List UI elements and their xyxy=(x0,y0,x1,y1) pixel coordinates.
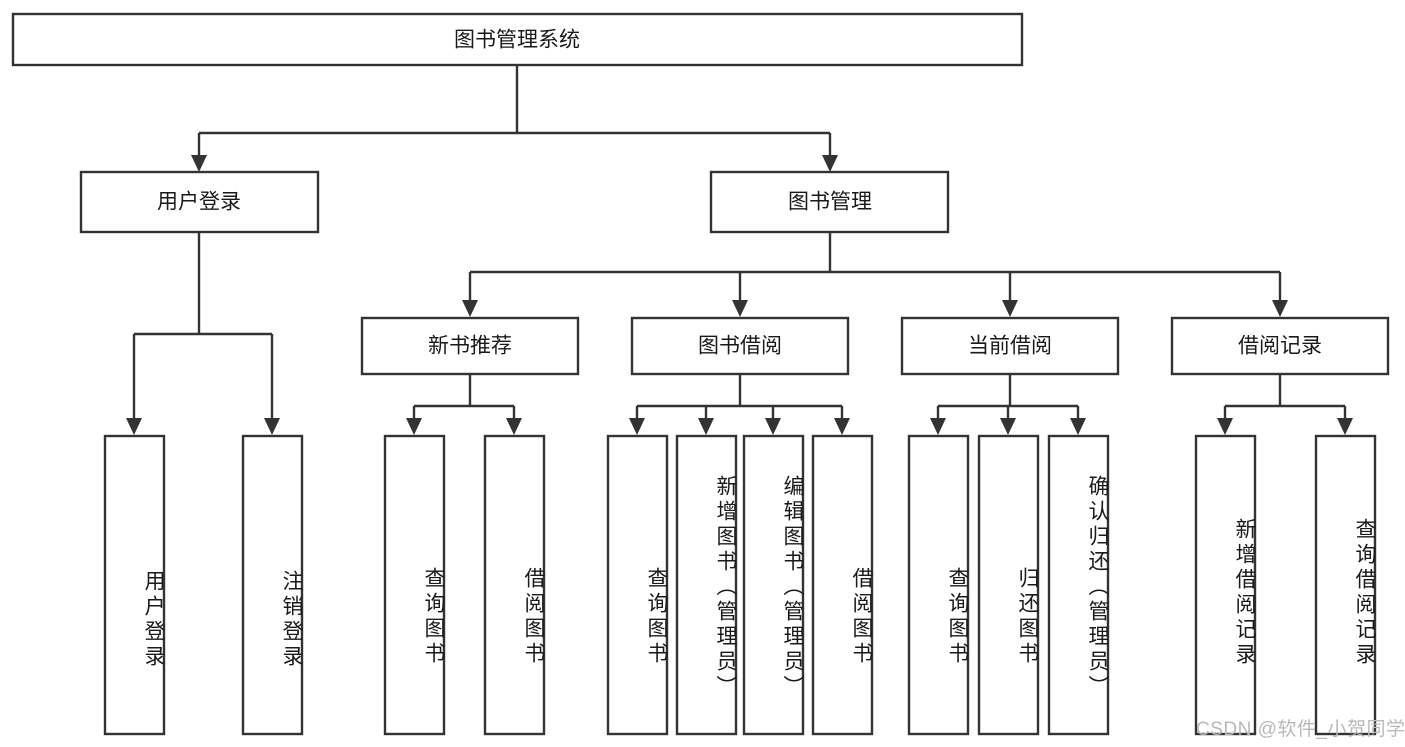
leaf-box-user-login[interactable] xyxy=(103,434,166,736)
connector-user-login-to-leaves xyxy=(126,232,280,435)
node-root-label: 图书管理系统 xyxy=(454,29,580,52)
connector-book-management-to-level3 xyxy=(462,232,1288,317)
node-borrow-record-box[interactable] xyxy=(1170,316,1390,376)
arrowhead-leaf-edit-book xyxy=(765,418,781,435)
leaf-box-query-book-1[interactable] xyxy=(383,434,446,736)
leaf-box-borrow-book-2[interactable] xyxy=(811,434,874,736)
node-book-borrow-label: 图书借阅 xyxy=(698,335,782,358)
arrowhead-leaf-query-book-2 xyxy=(629,418,645,435)
connector-book-borrow-to-leaves xyxy=(629,374,850,435)
arrowhead-user-login xyxy=(191,155,207,172)
leaf-box-query-book-3[interactable] xyxy=(907,434,970,736)
arrowhead-leaf-add-record xyxy=(1217,418,1233,435)
leaf-box-confirm-return[interactable] xyxy=(1047,434,1110,736)
arrowhead-book-borrow xyxy=(732,300,748,317)
csdn-watermark: CSDN @软件_小贺同学 xyxy=(1196,719,1405,740)
arrowhead-leaf-add-book xyxy=(698,418,714,435)
node-borrow-record-label: 借阅记录 xyxy=(1238,335,1322,358)
node-book-management[interactable]: 图书管理 xyxy=(709,170,950,234)
node-book-borrow[interactable]: 图书借阅 xyxy=(630,316,850,376)
node-user-login-label: 用户登录 xyxy=(157,191,241,214)
node-current-borrow-label: 当前借阅 xyxy=(968,335,1052,358)
leaf-box-return-book[interactable] xyxy=(977,434,1040,736)
arrowhead-leaf-user-logout xyxy=(264,418,280,435)
connector-root-to-level2 xyxy=(191,65,838,172)
leaf-box-user-logout[interactable] xyxy=(241,434,304,736)
leaf-box-query-book-2[interactable] xyxy=(606,434,669,736)
connector-new-book-recommend-to-leaves xyxy=(406,374,522,435)
arrowhead-book-management xyxy=(822,155,838,172)
leaf-box-borrow-book-1[interactable] xyxy=(483,434,546,736)
arrowhead-leaf-query-record xyxy=(1337,418,1353,435)
node-user-login[interactable]: 用户登录 xyxy=(79,170,320,234)
node-current-borrow-box[interactable] xyxy=(900,316,1120,376)
node-borrow-record[interactable]: 借阅记录 xyxy=(1170,316,1390,376)
node-new-book-recommend[interactable]: 新书推荐 xyxy=(360,316,580,376)
node-root[interactable]: 图书管理系统 xyxy=(11,12,1024,67)
connector-borrow-record-to-leaves xyxy=(1217,374,1353,435)
node-new-book-recommend-box[interactable] xyxy=(360,316,580,376)
node-current-borrow[interactable]: 当前借阅 xyxy=(900,316,1120,376)
leaf-box-add-record[interactable] xyxy=(1194,434,1257,736)
node-root-box[interactable] xyxy=(11,12,1024,67)
arrowhead-current-borrow xyxy=(1002,300,1018,317)
arrowhead-leaf-confirm-return xyxy=(1070,418,1086,435)
node-book-management-label: 图书管理 xyxy=(788,191,872,214)
arrowhead-leaf-return-book xyxy=(1000,418,1016,435)
arrowhead-leaf-borrow-book-1 xyxy=(506,418,522,435)
arrowhead-leaf-query-book-3 xyxy=(930,418,946,435)
node-book-borrow-box[interactable] xyxy=(630,316,850,376)
arrowhead-borrow-record xyxy=(1272,300,1288,317)
connector-current-borrow-to-leaves xyxy=(930,374,1086,435)
arrowhead-leaf-user-login xyxy=(126,418,142,435)
node-new-book-recommend-label: 新书推荐 xyxy=(428,335,512,358)
leaf-box-edit-book[interactable] xyxy=(742,434,805,736)
arrowhead-new-book-recommend xyxy=(462,300,478,317)
node-book-management-box[interactable] xyxy=(709,170,950,234)
leaf-box-add-book[interactable] xyxy=(675,434,738,736)
arrowhead-leaf-borrow-book-2 xyxy=(834,418,850,435)
arrowhead-leaf-query-book-1 xyxy=(406,418,422,435)
leaf-box-query-record[interactable] xyxy=(1314,434,1377,736)
